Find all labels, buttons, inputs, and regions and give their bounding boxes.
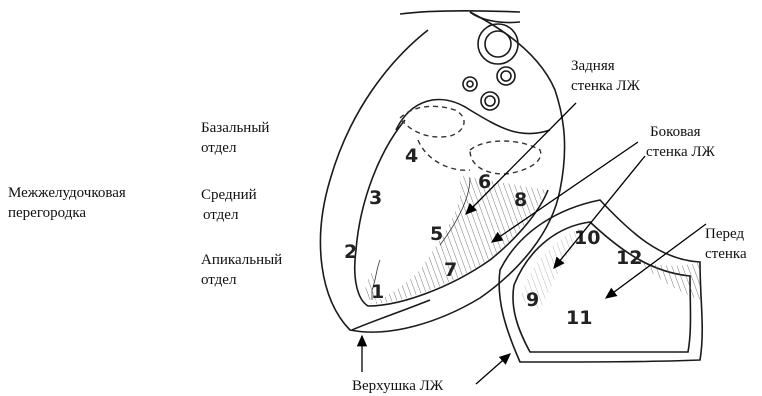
mid-label: Средний отдел xyxy=(201,185,257,225)
posterior-wall-label: Задняя стенка ЛЖ xyxy=(571,56,640,96)
segment-11: 11 xyxy=(566,307,592,329)
anterior-wall-label-line2: стенка xyxy=(705,244,762,264)
apical-label-line1: Апикальный xyxy=(201,250,282,270)
lateral-wall-label-line2: стенка ЛЖ xyxy=(646,142,715,162)
segment-1: 1 xyxy=(371,281,384,303)
arrow-apex-2 xyxy=(476,354,510,384)
basal-label-line2: отдел xyxy=(201,138,269,158)
segment-3: 3 xyxy=(369,187,382,209)
segment-4: 4 xyxy=(405,145,418,167)
lateral-wall-label: Боковая стенка ЛЖ xyxy=(646,122,715,162)
mid-label-line1: Средний xyxy=(201,185,257,205)
segment-8: 8 xyxy=(514,189,527,211)
anterior-wall-panel xyxy=(499,200,702,362)
great-vessels xyxy=(400,11,520,110)
apex-label: Верхушка ЛЖ xyxy=(352,376,443,396)
lateral-wall-label-line1: Боковая xyxy=(646,122,715,142)
septum-label-line1: Межжелудочковая xyxy=(8,183,126,203)
apical-label-line2: отдел xyxy=(201,270,282,290)
segment-2: 2 xyxy=(344,241,357,263)
posterior-wall-label-line2: стенка ЛЖ xyxy=(571,76,640,96)
basal-label-line1: Базальный xyxy=(201,118,269,138)
segment-9: 9 xyxy=(526,289,539,311)
segment-12: 12 xyxy=(616,247,642,269)
basal-label: Базальный отдел xyxy=(201,118,269,158)
segment-5: 5 xyxy=(430,223,443,245)
posterior-wall-label-line1: Задняя xyxy=(571,56,640,76)
septum-label-line2: перегородка xyxy=(8,203,126,223)
anterior-wall-label-line1: Перед xyxy=(705,224,762,244)
apical-label: Апикальный отдел xyxy=(201,250,282,290)
septum-label: Межжелудочковая перегородка xyxy=(8,183,126,223)
segment-7: 7 xyxy=(444,259,457,281)
anterior-wall-label: Перед стенка xyxy=(705,224,762,264)
mid-label-line2: отдел xyxy=(201,205,257,225)
